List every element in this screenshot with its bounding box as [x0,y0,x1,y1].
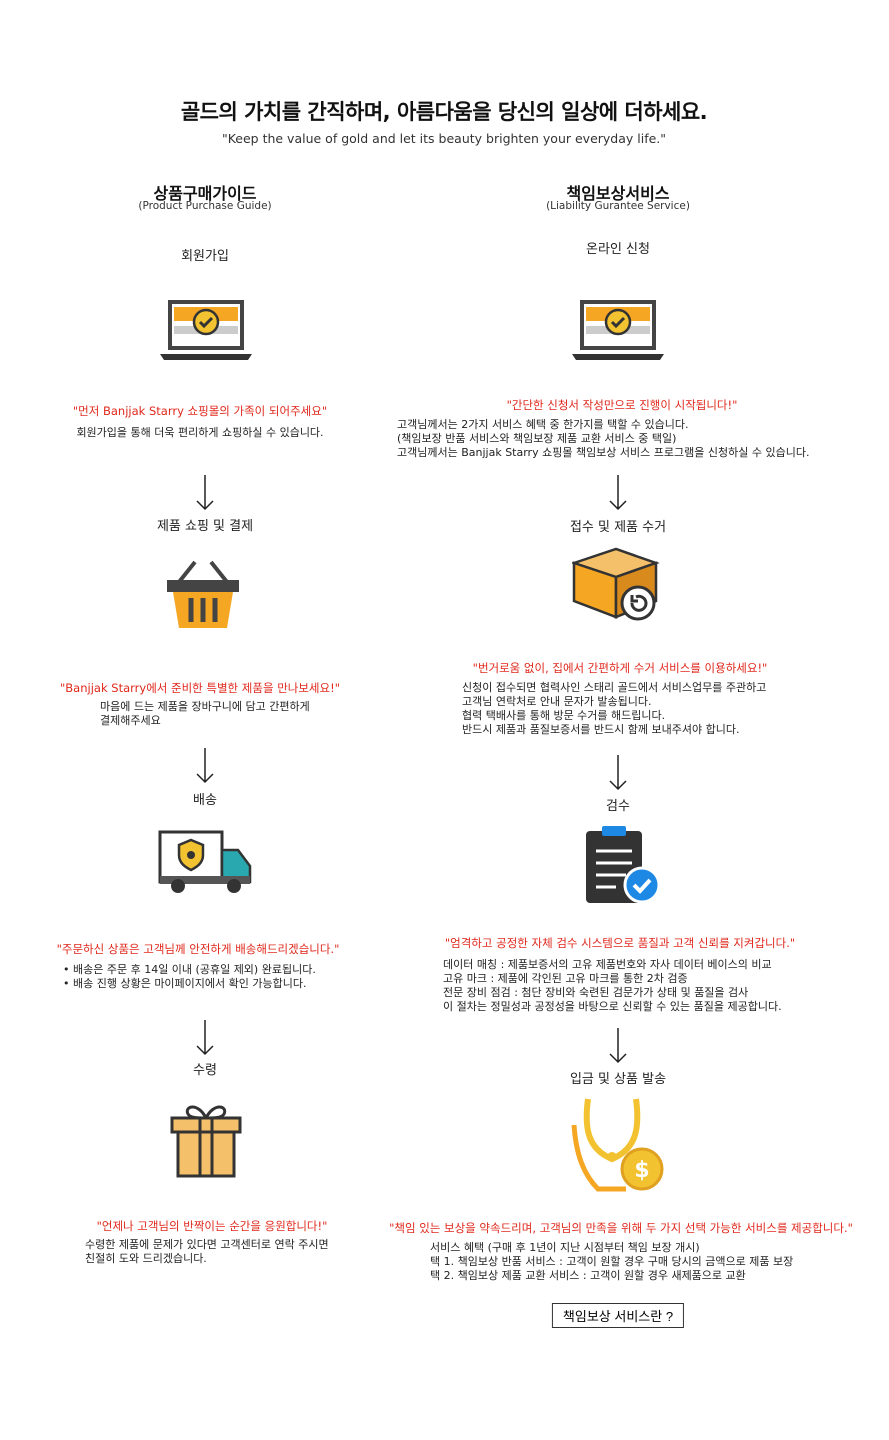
desc-line: 서비스 혜택 (구매 후 1년이 지난 시점부터 책임 보장 개시) [430,1241,700,1254]
arrow-down-icon [196,1020,214,1056]
page-subtitle: "Keep the value of gold and let its beau… [221,131,667,146]
desc-line: 고객님께서는 2가지 서비스 혜택 중 한가지를 택할 수 있습니다. [397,418,689,431]
desc-line: 수령한 제품에 문제가 있다면 고객센터로 연락 주시면 [85,1238,329,1251]
step-label: 수령 [193,1063,217,1078]
step-quote: "엄격하고 공정한 자체 검수 시스템으로 품질과 고객 신뢰를 지켜갑니다." [444,936,796,950]
desc-line: 협력 택배사를 통해 방문 수거를 해드립니다. [462,709,666,722]
step-quote: "간단한 신청서 작성만으로 진행이 시작됩니다!" [506,398,738,412]
step-desc: 회원가입을 통해 더욱 편리하게 쇼핑하실 수 있습니다. [76,426,324,439]
bullet-item: • 배송은 주문 후 14일 이내 (공휴일 제외) 완료됩니다. [63,963,316,976]
step-label: 입금 및 상품 발송 [569,1072,667,1087]
step-quote: "언제나 고객님의 반짝이는 순간을 응원합니다!" [96,1219,328,1233]
desc-line: 마음에 드는 제품을 장바구니에 담고 간편하게 [100,700,310,713]
desc-line: 전문 장비 점검 : 첨단 장비와 숙련된 검문가가 상태 및 품질을 검사 [443,986,749,999]
desc-line: 고객님께서는 Banjjak Starry 쇼핑몰 책임보상 서비스 프로그램을… [397,446,810,459]
left-heading: 상품구매가이드 [153,184,257,203]
right-heading-en: (Liability Gurantee Service) [546,200,690,212]
desc-line: 데이터 매칭 : 제품보증서의 고유 제품번호와 자사 데이터 베이스의 비교 [443,958,772,971]
arrow-down-icon [609,475,627,511]
desc-line: 신청이 접수되면 협력사인 스태리 골드에서 서비스업무를 주관하고 [462,681,767,694]
desc-line: 택 2. 책임보상 제품 교환 서비스 : 고객이 원할 경우 새제품으로 교환 [430,1269,746,1282]
laptop-check-icon [160,300,252,360]
desc-line: 고유 마크 : 제품에 각인된 고유 마크를 통한 2차 검증 [443,972,688,985]
desc-line: (책임보장 반품 서비스와 책임보장 제품 교환 서비스 중 택일) [397,432,677,445]
liability-service-info-button[interactable]: 책임보상 서비스란 ? [551,1303,685,1328]
step-quote: "책임 있는 보상을 약속드리며, 고객님의 만족을 위해 두 가지 선택 가능… [389,1221,853,1235]
step-label: 배송 [193,793,217,808]
delivery-truck-icon [158,830,252,893]
desc-line: 택 1. 책임보상 반품 서비스 : 고객이 원할 경우 구매 당시의 금액으로… [430,1255,794,1268]
clipboard-check-icon [586,826,661,904]
desc-line: 이 절차는 정밀성과 공정성을 바탕으로 신뢰할 수 있는 품질을 제공합니다. [443,1000,782,1013]
bullet-item: • 배송 진행 상황은 마이페이지에서 확인 가능합니다. [63,977,307,990]
step-label: 접수 및 제품 수거 [569,520,667,535]
step-label: 회원가입 [181,249,229,264]
step-label: 온라인 신청 [586,242,650,257]
step-quote: "번거로움 없이, 집에서 간편하게 수거 서비스를 이용하세요!" [472,661,768,675]
shopping-basket-icon [167,560,239,628]
desc-line: 친절히 도와 드리겠습니다. [85,1252,207,1265]
desc-line: 결제해주세요 [100,714,161,727]
arrow-down-icon [196,475,214,511]
arrow-down-icon [196,748,214,784]
step-quote: "Banjjak Starry에서 준비한 특별한 제품을 만나보세요!" [60,681,340,695]
necklace-dollar-icon: $ [571,1098,664,1192]
step-desc: 고객님께서는 2가지 서비스 혜택 중 한가지를 택할 수 있습니다.(책임보장… [397,418,809,460]
svg-text:$: $ [634,1158,649,1183]
step-desc: • 배송은 주문 후 14일 이내 (공휴일 제외) 완료됩니다.• 배송 진행… [63,963,316,991]
page-title: 골드의 가치를 간직하며, 아름다움을 당신의 일상에 더하세요. [180,100,708,124]
right-heading: 책임보상서비스 [566,184,670,203]
desc-line: 고객님 연락처로 안내 문자가 발송됩니다. [462,695,652,708]
arrow-down-icon [609,1028,627,1064]
laptop-check-icon [572,300,664,360]
desc-line: 반드시 제품과 품질보증서를 반드시 함께 보내주셔야 합니다. [462,723,740,736]
return-box-icon [572,547,660,621]
step-quote: "먼저 Banjjak Starry 쇼핑몰의 가족이 되어주세요" [72,404,328,418]
step-desc: 서비스 혜택 (구매 후 1년이 지난 시점부터 책임 보장 개시)택 1. 책… [430,1241,793,1283]
gift-box-icon [170,1105,242,1178]
step-label: 검수 [606,799,630,814]
arrow-down-icon [609,755,627,791]
left-heading-en: (Product Purchase Guide) [138,200,272,212]
step-label: 제품 쇼핑 및 결제 [156,519,254,534]
step-quote: "주문하신 상품은 고객님께 안전하게 배송해드리겠습니다." [56,942,340,956]
